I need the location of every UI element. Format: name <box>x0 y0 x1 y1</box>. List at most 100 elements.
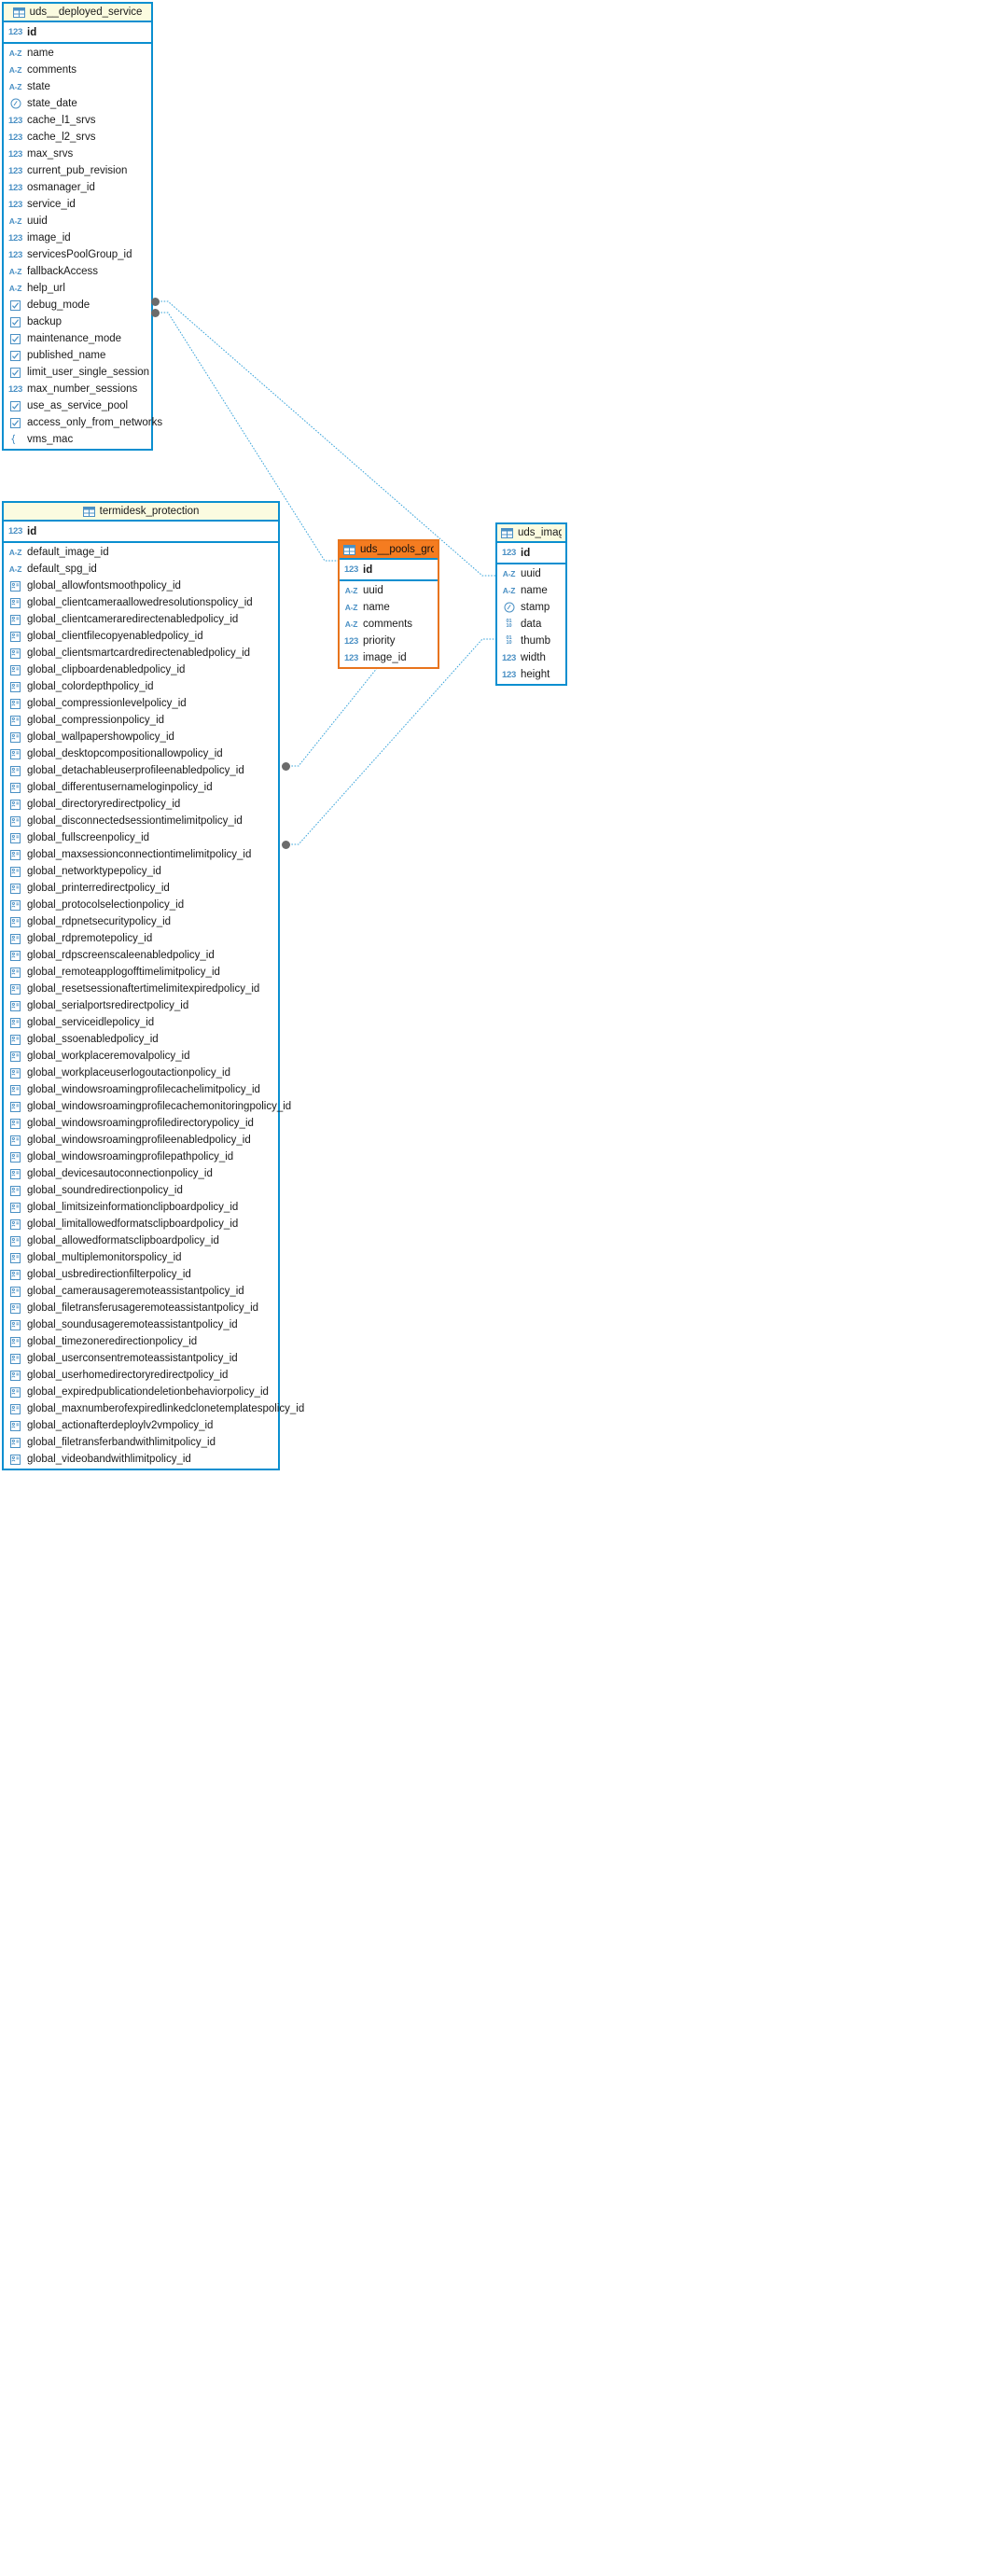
field-row[interactable]: global_fullscreenpolicy_id <box>4 829 278 846</box>
field-row[interactable]: global_limitallowedformatsclipboardpolic… <box>4 1216 278 1232</box>
field-row[interactable]: backup <box>4 313 151 330</box>
field-row[interactable]: global_serviceidlepolicy_id <box>4 1014 278 1031</box>
field-row[interactable]: global_directoryredirectpolicy_id <box>4 796 278 813</box>
field-row[interactable]: global_disconnectedsessiontimelimitpolic… <box>4 813 278 829</box>
field-row[interactable]: global_colordepthpolicy_id <box>4 678 278 695</box>
field-row[interactable]: global_filetransferusageremoteassistantp… <box>4 1300 278 1316</box>
field-row[interactable]: global_rdpnetsecuritypolicy_id <box>4 913 278 930</box>
connector-endpoint-rel-ds-spg-to-pools-groups[interactable] <box>151 309 160 317</box>
field-row[interactable]: global_serialportsredirectpolicy_id <box>4 997 278 1014</box>
connector-endpoint-rel-ds-image-to-images[interactable] <box>151 298 160 306</box>
field-row[interactable]: global_windowsroamingprofilecachemonitor… <box>4 1098 291 1115</box>
field-row[interactable]: global_clipboardenabledpolicy_id <box>4 661 278 678</box>
field-row[interactable]: global_soundredirectionpolicy_id <box>4 1182 278 1199</box>
field-row[interactable]: global_expiredpublicationdeletionbehavio… <box>4 1384 278 1400</box>
entity-header-uds_pools_groups[interactable]: uds__pools_groups <box>340 541 438 560</box>
field-row[interactable]: global_clientcameraredirectenabledpolicy… <box>4 611 278 628</box>
field-row[interactable]: global_clientsmartcardredirectenabledpol… <box>4 645 278 661</box>
field-row[interactable]: vms_mac <box>4 431 151 448</box>
field-row[interactable]: global_timezoneredirectionpolicy_id <box>4 1333 278 1350</box>
field-row[interactable]: global_workplaceremovalpolicy_id <box>4 1048 278 1065</box>
field-row[interactable]: global_wallpapershowpolicy_id <box>4 729 278 745</box>
field-row[interactable]: debug_mode <box>4 297 151 313</box>
field-row[interactable]: global_allowedformatsclipboardpolicy_id <box>4 1232 278 1249</box>
field-row[interactable]: global_maxnumberofexpiredlinkedclonetemp… <box>4 1400 304 1417</box>
field-row[interactable]: maintenance_mode <box>4 330 151 347</box>
field-row[interactable]: global_compressionpolicy_id <box>4 712 278 729</box>
field-row[interactable]: global_userhomedirectoryredirectpolicy_i… <box>4 1367 278 1384</box>
field-row[interactable]: limit_user_single_session <box>4 364 151 381</box>
entity-header-termidesk_protection[interactable]: termidesk_protection <box>4 503 278 522</box>
field-row[interactable]: global_differentusernameloginpolicy_id <box>4 779 278 796</box>
field-row[interactable]: global_camerausageremoteassistantpolicy_… <box>4 1283 278 1300</box>
field-row[interactable]: global_compressionlevelpolicy_id <box>4 695 278 712</box>
field-row[interactable]: global_resetsessionaftertimelimitexpired… <box>4 981 278 997</box>
field-row[interactable]: global_limitsizeinformationclipboardpoli… <box>4 1199 278 1216</box>
field-row[interactable]: global_windowsroamingprofilecachelimitpo… <box>4 1081 278 1098</box>
field-row[interactable]: global_rdpscreenscaleenabledpolicy_id <box>4 947 278 964</box>
entity-uds_images[interactable]: uds_images123idA-ZuuidA-Znamestamp0110da… <box>495 522 567 686</box>
relationship-line-rel-protection-spg[interactable] <box>285 638 495 845</box>
field-row[interactable]: global_rdpremotepolicy_id <box>4 930 278 947</box>
field-row[interactable]: global_maxsessionconnectiontimelimitpoli… <box>4 846 278 863</box>
field-row[interactable]: global_windowsroamingprofilepathpolicy_i… <box>4 1149 278 1165</box>
field-row[interactable]: use_as_service_pool <box>4 397 151 414</box>
field-row[interactable]: global_networktypepolicy_id <box>4 863 278 880</box>
field-row[interactable]: global_workplaceuserlogoutactionpolicy_i… <box>4 1065 278 1081</box>
entity-header-uds_images[interactable]: uds_images <box>497 524 565 543</box>
field-row[interactable]: global_devicesautoconnectionpolicy_id <box>4 1165 278 1182</box>
field-row[interactable]: global_ssoenabledpolicy_id <box>4 1031 278 1048</box>
field-row[interactable]: stamp <box>497 599 565 616</box>
field-row[interactable]: global_multiplemonitorspolicy_id <box>4 1249 278 1266</box>
field-row[interactable]: global_detachableuserprofileenabledpolic… <box>4 762 278 779</box>
entity-uds_pools_groups[interactable]: uds__pools_groups123idA-ZuuidA-ZnameA-Zc… <box>338 539 439 669</box>
entity-header-uds_deployed_service[interactable]: uds__deployed_service <box>4 4 151 22</box>
field-row[interactable]: global_clientfilecopyenabledpolicy_id <box>4 628 278 645</box>
field-row[interactable]: global_soundusageremoteassistantpolicy_i… <box>4 1316 278 1333</box>
field-row[interactable]: state_date <box>4 95 151 112</box>
field-row[interactable]: global_allowfontsmoothpolicy_id <box>4 578 278 594</box>
field-row[interactable]: global_protocolselectionpolicy_id <box>4 897 278 913</box>
field-row[interactable]: global_clientcameraallowedresolutionspol… <box>4 594 278 611</box>
field-row[interactable]: global_usbredirectionfilterpolicy_id <box>4 1266 278 1283</box>
field-row[interactable]: global_userconsentremoteassistantpolicy_… <box>4 1350 278 1367</box>
field-row[interactable]: global_filetransferbandwithlimitpolicy_i… <box>4 1434 278 1451</box>
field-row[interactable]: global_videobandwithlimitpolicy_id <box>4 1451 278 1468</box>
field-row[interactable]: global_desktopcompositionallowpolicy_id <box>4 745 278 762</box>
connector-endpoint-rel-protection-image[interactable] <box>282 762 290 771</box>
field-row[interactable]: global_remoteapplogofftimelimitpolicy_id <box>4 964 278 981</box>
